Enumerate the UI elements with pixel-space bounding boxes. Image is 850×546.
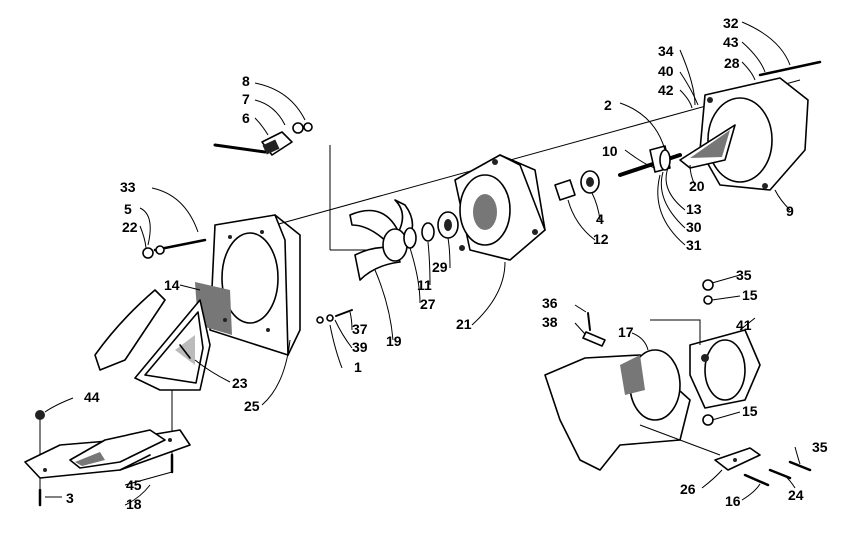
callout-41: 41	[736, 317, 752, 333]
ride-plate-icon	[24, 429, 191, 479]
callout-1: 1	[354, 359, 362, 375]
callout-45: 45	[126, 477, 142, 493]
callout-20: 20	[689, 178, 705, 194]
callout-35-lower: 35	[812, 439, 828, 455]
callout-3: 3	[66, 490, 74, 506]
callout-31: 31	[686, 237, 702, 253]
bolt-icon	[35, 238, 353, 507]
callout-15-upper: 15	[742, 287, 758, 303]
callout-15-lower: 15	[742, 403, 758, 419]
callout-17: 17	[618, 324, 634, 340]
callout-33: 33	[120, 179, 136, 195]
callout-44: 44	[84, 389, 100, 405]
callout-24: 24	[788, 487, 804, 503]
callout-2: 2	[604, 97, 612, 113]
drive-shaft-icon	[618, 145, 682, 177]
callout-6: 6	[242, 110, 250, 126]
nozzle-ring-icon	[403, 211, 459, 249]
callout-4: 4	[596, 211, 604, 227]
intake-grate-icon	[94, 289, 211, 391]
callout-27: 27	[420, 296, 436, 312]
callout-10: 10	[602, 143, 618, 159]
callout-28: 28	[724, 55, 740, 71]
callout-26: 26	[680, 481, 696, 497]
bushing-icon	[554, 170, 600, 201]
adapter-plate-icon	[195, 214, 301, 356]
callout-5: 5	[124, 201, 132, 217]
pump-housing-icon	[454, 154, 546, 261]
callout-9: 9	[786, 203, 794, 219]
callout-34: 34	[658, 43, 674, 59]
callout-21: 21	[456, 316, 472, 332]
callout-7: 7	[242, 91, 250, 107]
callout-42: 42	[658, 82, 674, 98]
callout-14: 14	[164, 277, 180, 293]
callout-25: 25	[244, 398, 260, 414]
leader-lines	[44, 21, 801, 506]
callout-12: 12	[593, 231, 609, 247]
callout-38: 38	[542, 314, 558, 330]
callout-11: 11	[417, 277, 432, 293]
callout-18: 18	[126, 496, 142, 512]
steering-nozzle-icon	[544, 329, 761, 471]
callout-8: 8	[242, 73, 250, 89]
bracket-icon	[582, 279, 812, 487]
callout-43: 43	[723, 34, 739, 50]
callout-39: 39	[352, 339, 368, 355]
callout-22: 22	[122, 219, 138, 235]
callout-32: 32	[723, 15, 739, 31]
callout-37: 37	[352, 321, 368, 337]
callout-36: 36	[542, 295, 558, 311]
callout-16: 16	[725, 493, 741, 509]
callout-29: 29	[432, 259, 448, 275]
callout-19: 19	[386, 333, 402, 349]
callout-30: 30	[686, 219, 702, 235]
callout-13: 13	[686, 201, 702, 217]
cable-icon	[213, 122, 313, 156]
callout-35-upper: 35	[736, 267, 752, 283]
callout-23: 23	[232, 375, 248, 391]
callout-40: 40	[658, 63, 674, 79]
callout-labels: 1 2 3 4 5 6 7 8 9 10 11 12 13 14 15 15 1…	[66, 15, 828, 512]
stator-housing-icon	[679, 60, 822, 191]
impeller-icon	[349, 199, 414, 281]
